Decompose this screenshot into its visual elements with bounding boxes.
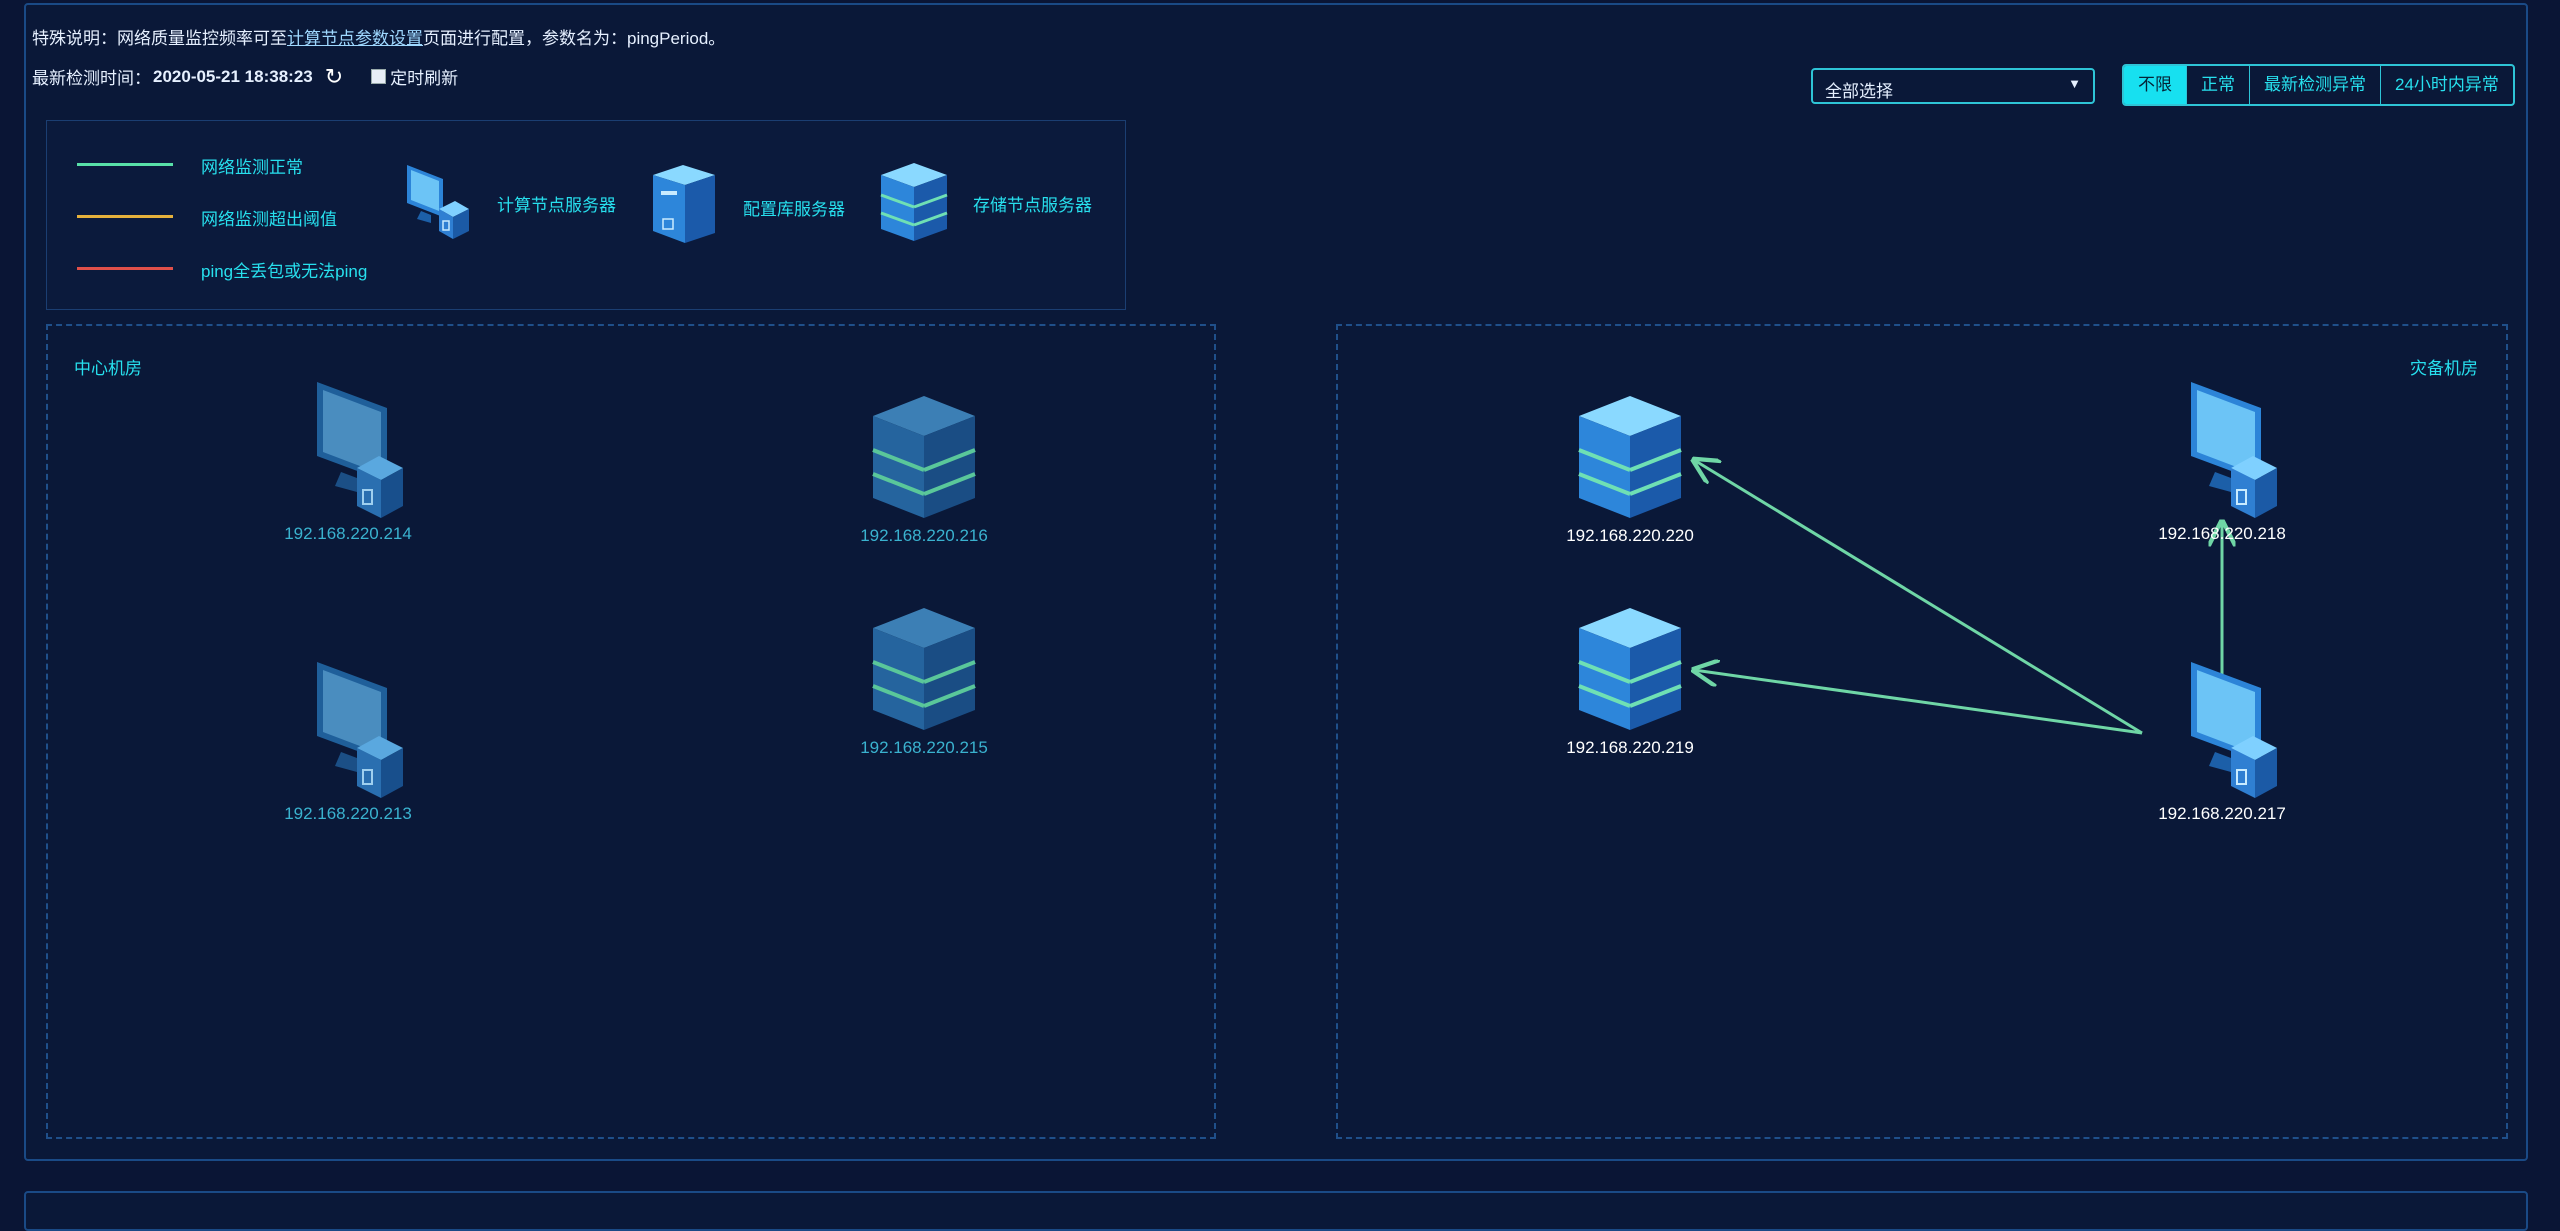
auto-refresh-label: 定时刷新 [390,69,459,88]
compute-server-icon [317,382,403,518]
notice-text: 特殊说明：网络质量监控频率可至计算节点参数设置页面进行配置，参数名为：pingP… [32,24,725,49]
compute-server-icon [2191,662,2277,798]
check-time-label: 最新检测时间： [32,69,151,88]
node-compute-217[interactable]: 192.168.220.217 [2122,660,2322,824]
notice-prefix: 特殊说明：网络质量监控频率可至 [32,29,287,48]
storage-server-icon [872,608,976,730]
server-select-value: 全部选择 [1825,82,1893,101]
node-ip-label: 192.168.220.213 [284,804,412,823]
compute-server-icon [407,165,469,239]
storage-server-icon [872,396,976,518]
node-storage-215[interactable]: 192.168.220.215 [824,604,1024,758]
ping-fail-line-swatch [77,267,173,270]
legend-panel: 网络监测正常 网络监测超出阈值 ping全丢包或无法ping 计算节点服务器 配… [46,120,1126,310]
filter-normal-button[interactable]: 正常 [2186,66,2249,104]
legend-normal-label: 网络监测正常 [201,158,303,177]
node-storage-219[interactable]: 192.168.220.219 [1530,604,1730,758]
node-compute-213[interactable]: 192.168.220.213 [248,660,448,824]
compute-server-icon [2191,382,2277,518]
center-datacenter-zone [46,324,1216,1139]
checkbox-icon [371,69,387,84]
storage-server-icon [1578,608,1682,730]
filter-all-button[interactable]: 不限 [2124,66,2186,104]
auto-refresh-checkbox[interactable]: 定时刷新 [371,64,458,89]
legend-storage-label: 存储节点服务器 [973,196,1092,215]
node-ip-label: 192.168.220.214 [284,524,412,543]
legend-config-db-label: 配置库服务器 [743,200,845,219]
config-db-server-icon [653,165,715,243]
refresh-icon[interactable]: ↻ [324,63,344,89]
legend-compute-label: 计算节点服务器 [497,196,616,215]
node-compute-214[interactable]: 192.168.220.214 [248,380,448,544]
filter-24h-abnormal-button[interactable]: 24小时内异常 [2380,66,2513,104]
caret-down-icon: ▼ [2068,76,2081,91]
storage-server-icon [1578,396,1682,518]
server-select[interactable]: 全部选择 ▼ [1811,68,2095,104]
node-ip-label: 192.168.220.215 [860,738,988,757]
node-compute-218[interactable]: 192.168.220.218 [2122,380,2322,544]
link-217-to-219[interactable] [1694,670,2143,735]
threshold-line-swatch [77,215,173,218]
compute-node-settings-link[interactable]: 计算节点参数设置 [287,29,423,48]
node-storage-220[interactable]: 192.168.220.220 [1530,392,1730,546]
notice-suffix: 页面进行配置，参数名为：pingPeriod。 [423,29,726,48]
node-ip-label: 192.168.220.217 [2158,804,2286,823]
node-ip-label: 192.168.220.220 [1566,526,1694,545]
node-ip-label: 192.168.220.219 [1566,738,1694,757]
status-filter-group: 不限 正常 最新检测异常 24小时内异常 [2122,64,2515,106]
node-ip-label: 192.168.220.218 [2158,524,2286,543]
normal-line-swatch [77,163,173,166]
check-time-value: 2020-05-21 18:38:23 [153,66,313,86]
dr-datacenter-zone [1336,324,2508,1139]
storage-server-icon [880,163,948,241]
legend-ping-fail-label: ping全丢包或无法ping [201,262,368,281]
legend-threshold-label: 网络监测超出阈值 [201,210,337,229]
node-ip-label: 192.168.220.216 [860,526,988,545]
compute-server-icon [317,662,403,798]
check-time-row: 最新检测时间： 2020-05-21 18:38:23 ↻ 定时刷新 [32,64,458,89]
center-zone-title: 中心机房 [74,359,142,378]
node-storage-216[interactable]: 192.168.220.216 [824,392,1024,546]
filter-latest-abnormal-button[interactable]: 最新检测异常 [2249,66,2380,104]
link-217-to-220[interactable] [1694,460,2143,735]
dr-zone-title: 灾备机房 [2410,359,2478,378]
